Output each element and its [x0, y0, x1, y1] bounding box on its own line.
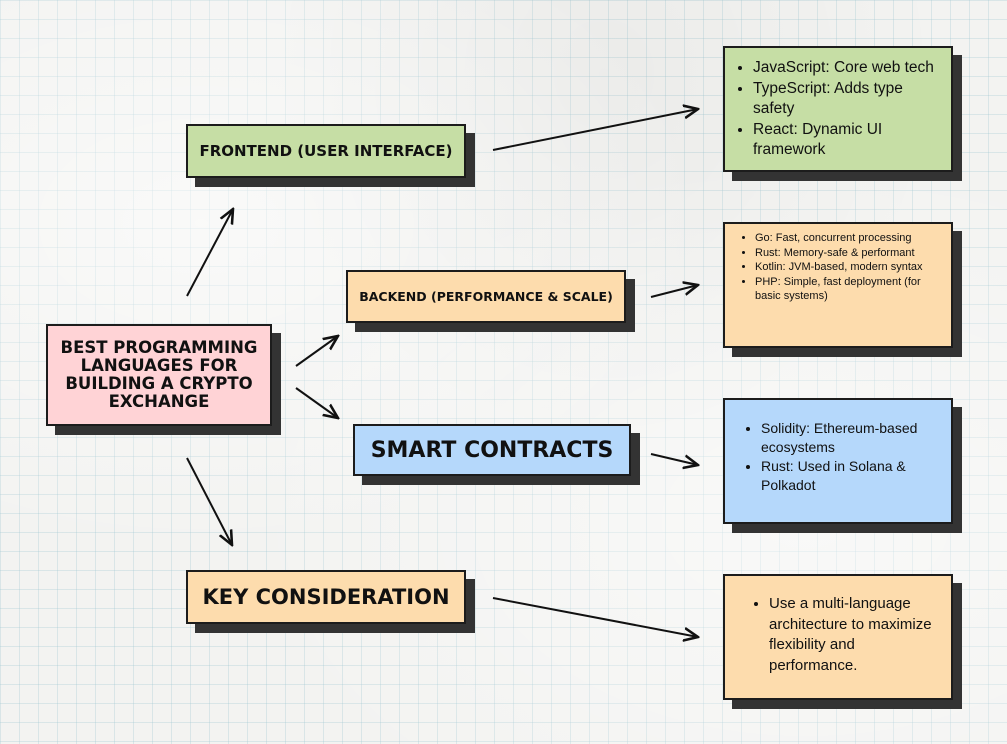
smart-contracts-title: SMART CONTRACTS	[370, 437, 614, 463]
frontend-details: JavaScript: Core web tech TypeScript: Ad…	[723, 46, 953, 172]
backend-details: Go: Fast, concurrent processing Rust: Me…	[723, 222, 953, 348]
backend-list: Go: Fast, concurrent processing Rust: Me…	[735, 231, 945, 304]
key-consideration-list: Use a multi-language architecture to max…	[747, 594, 943, 676]
list-item: Kotlin: JVM-based, modern syntax	[755, 260, 945, 275]
list-item: Rust: Used in Solana & Polkadot	[761, 457, 943, 495]
key-consideration-details: Use a multi-language architecture to max…	[723, 574, 953, 700]
arrow-root-to-backend	[295, 336, 338, 367]
frontend-title: FRONTEND (USER INTERFACE)	[199, 142, 453, 160]
key-consideration-node: KEY CONSIDERATION	[186, 570, 466, 624]
frontend-list: JavaScript: Core web tech TypeScript: Ad…	[731, 58, 947, 161]
root-node: BEST PROGRAMMING LANGUAGES FOR BUILDING …	[46, 324, 272, 426]
arrow-root-to-frontend	[186, 209, 233, 297]
arrow-root-to-smart-contracts	[295, 387, 338, 418]
key-consideration-title: KEY CONSIDERATION	[202, 585, 450, 609]
arrow-key-consideration-to-details	[492, 597, 698, 637]
arrow-backend-to-details	[650, 285, 698, 298]
smart-contracts-details: Solidity: Ethereum-based ecosystems Rust…	[723, 398, 953, 524]
arrow-root-to-key-consideration	[186, 457, 232, 545]
arrow-frontend-to-details	[492, 109, 698, 151]
list-item: Rust: Memory-safe & performant	[755, 246, 945, 261]
list-item: PHP: Simple, fast deployment (for basic …	[755, 275, 945, 304]
frontend-node: FRONTEND (USER INTERFACE)	[186, 124, 466, 178]
list-item: TypeScript: Adds type safety	[753, 79, 947, 120]
arrow-smart-contracts-to-details	[650, 453, 698, 465]
root-title: BEST PROGRAMMING LANGUAGES FOR BUILDING …	[60, 338, 258, 411]
list-item: Go: Fast, concurrent processing	[755, 231, 945, 246]
backend-title: BACKEND (PERFORMANCE & SCALE)	[359, 289, 613, 304]
list-item: React: Dynamic UI framework	[753, 120, 947, 161]
smart-contracts-list: Solidity: Ethereum-based ecosystems Rust…	[739, 419, 943, 495]
list-item: Use a multi-language architecture to max…	[769, 594, 943, 676]
backend-node: BACKEND (PERFORMANCE & SCALE)	[346, 270, 626, 323]
list-item: Solidity: Ethereum-based ecosystems	[761, 419, 943, 457]
list-item: JavaScript: Core web tech	[753, 58, 947, 79]
smart-contracts-node: SMART CONTRACTS	[353, 424, 631, 476]
